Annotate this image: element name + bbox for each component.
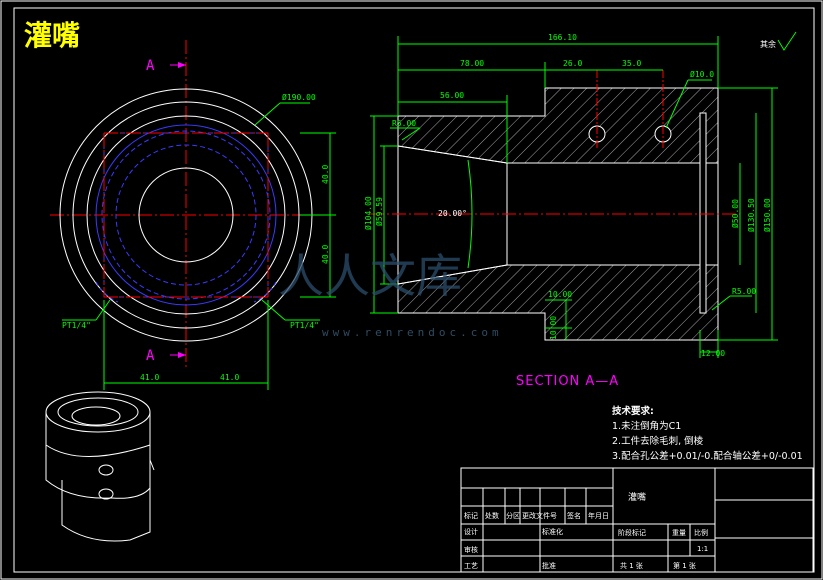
inner-border xyxy=(13,7,815,573)
tb-approve: 批准 xyxy=(542,561,556,570)
step-10b: 10.00 xyxy=(549,316,558,340)
note-item: 3.配合孔公差+0.01/-0.配合轴公差+0/-0.01 xyxy=(612,451,803,462)
dim-41-left: 41.0 xyxy=(140,373,159,382)
tb-sheet-no: 第 1 张 xyxy=(673,561,696,570)
watermark-logo: 人人文库 xyxy=(278,249,462,303)
dim-12: 12.00 xyxy=(701,349,725,358)
dim-40-upper: 40.0 xyxy=(321,165,330,184)
front-view-labels: A A Ø190.00 40.0 40.0 41.0 41.0 PT1/4" P… xyxy=(62,58,330,382)
tb-review: 审核 xyxy=(464,545,478,554)
tb-standard: 标准化 xyxy=(542,527,563,536)
tb-weight: 重量 xyxy=(672,529,686,537)
note-item: 1.未注倒角为C1 xyxy=(612,421,682,432)
section-marker-bottom: A xyxy=(146,348,155,364)
dim-56: 56.00 xyxy=(440,91,464,100)
tb-mark: 标记 xyxy=(464,511,478,520)
note-item: 2.工件去除毛刺, 倒棱 xyxy=(612,436,704,447)
tb-sheets: 共 1 张 xyxy=(620,561,643,570)
dim-26: 26.0 xyxy=(563,59,582,68)
overall-length: 166.10 xyxy=(548,33,577,42)
tb-docno: 更改文件号 xyxy=(522,511,557,520)
dim-41-right: 41.0 xyxy=(220,373,239,382)
technical-notes: 技术要求: 1.未注倒角为C1 2.工件去除毛刺, 倒棱 3.配合孔公差+0.0… xyxy=(612,404,812,464)
dim-35: 35.0 xyxy=(622,59,641,68)
tb-zone: 分区 xyxy=(506,511,520,520)
title-block-text: 灌嘴 标记 处数 分区 更改文件号 签名 年月日 设计 标准化 阶段标记 重量 … xyxy=(464,491,708,570)
chamfer-r5-b: R5.00 xyxy=(732,287,756,296)
dia-190-label: Ø190.00 xyxy=(282,92,316,102)
title-block xyxy=(460,467,814,573)
section-label: SECTION A—A xyxy=(516,374,620,389)
dim-78: 78.00 xyxy=(460,59,484,68)
hole-dia: Ø10.0 xyxy=(690,69,714,79)
step-10: 10.00 xyxy=(548,290,572,299)
tb-count: 处数 xyxy=(485,511,499,520)
chamfer-r5: R5.00 xyxy=(392,119,416,128)
dia-left-outer: Ø104.00 xyxy=(363,196,373,230)
dim-40-lower: 40.0 xyxy=(321,245,330,264)
tb-scale-value: 1:1 xyxy=(697,545,708,553)
tb-design: 设计 xyxy=(464,527,478,536)
notes-heading: 技术要求: xyxy=(612,406,654,417)
cone-angle: 20.00° xyxy=(438,209,467,218)
tb-date: 年月日 xyxy=(588,511,609,520)
section-view-labels: 166.10 78.00 26.0 35.0 56.00 Ø10.0 R5.00… xyxy=(363,33,776,358)
dia-left-inner: Ø59.59 xyxy=(374,197,384,226)
roughness-note: 其余 xyxy=(760,39,776,49)
section-view xyxy=(370,31,797,358)
dia-right-2: Ø130.50 xyxy=(746,198,756,232)
tb-sign: 签名 xyxy=(567,511,581,520)
tb-scale: 比例 xyxy=(694,528,708,537)
drawing-title: 灌嘴 xyxy=(24,19,81,52)
watermark-url: www.renrendoc.com xyxy=(322,326,503,339)
tb-process: 工艺 xyxy=(464,562,478,570)
isometric-sketch xyxy=(45,391,155,542)
dia-right-1: Ø50.00 xyxy=(730,199,740,228)
thread-right-label: PT1/4" xyxy=(290,321,319,330)
tb-stage: 阶段标记 xyxy=(618,528,646,537)
front-view xyxy=(50,40,336,390)
dia-right-3: Ø150.00 xyxy=(762,198,772,232)
thread-left-label: PT1/4" xyxy=(62,321,91,330)
section-marker-top: A xyxy=(146,58,155,74)
part-name: 灌嘴 xyxy=(628,491,646,503)
